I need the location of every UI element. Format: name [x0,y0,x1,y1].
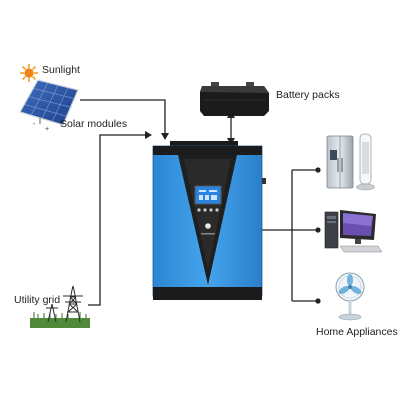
endpoint-dots [315,167,321,304]
computer-dot [315,227,321,233]
solar-to-inverter-line [80,99,166,133]
utility-grid-label: Utility grid [14,294,61,306]
solar-panel-icon: - + [19,79,79,133]
inverter-unit [152,141,266,300]
battery-icon [200,82,269,116]
solar-modules-label: Solar modules [60,118,128,130]
battery-packs-label: Battery packs [276,89,340,101]
grid-arrowhead [145,131,152,139]
tower-fan-icon [356,133,375,191]
sunlight-label: Sunlight [42,64,80,76]
sun-icon [20,64,38,82]
inverter-logo-icon [205,223,211,229]
svg-text:-: - [33,121,36,128]
svg-text:+: + [45,126,49,133]
refrigerator-icon [326,135,354,189]
fan-dot [315,298,321,304]
solar-arrowhead [161,133,169,140]
grid-to-inverter-line [88,134,145,306]
connection-lines [80,99,318,306]
power-pylon-icon [30,285,90,328]
home-appliances-label: Home Appliances [316,326,398,338]
desktop-computer-icon [324,210,383,253]
electric-fan-icon [335,272,365,321]
fridge-dot [315,167,321,173]
arrowheads [145,111,235,145]
